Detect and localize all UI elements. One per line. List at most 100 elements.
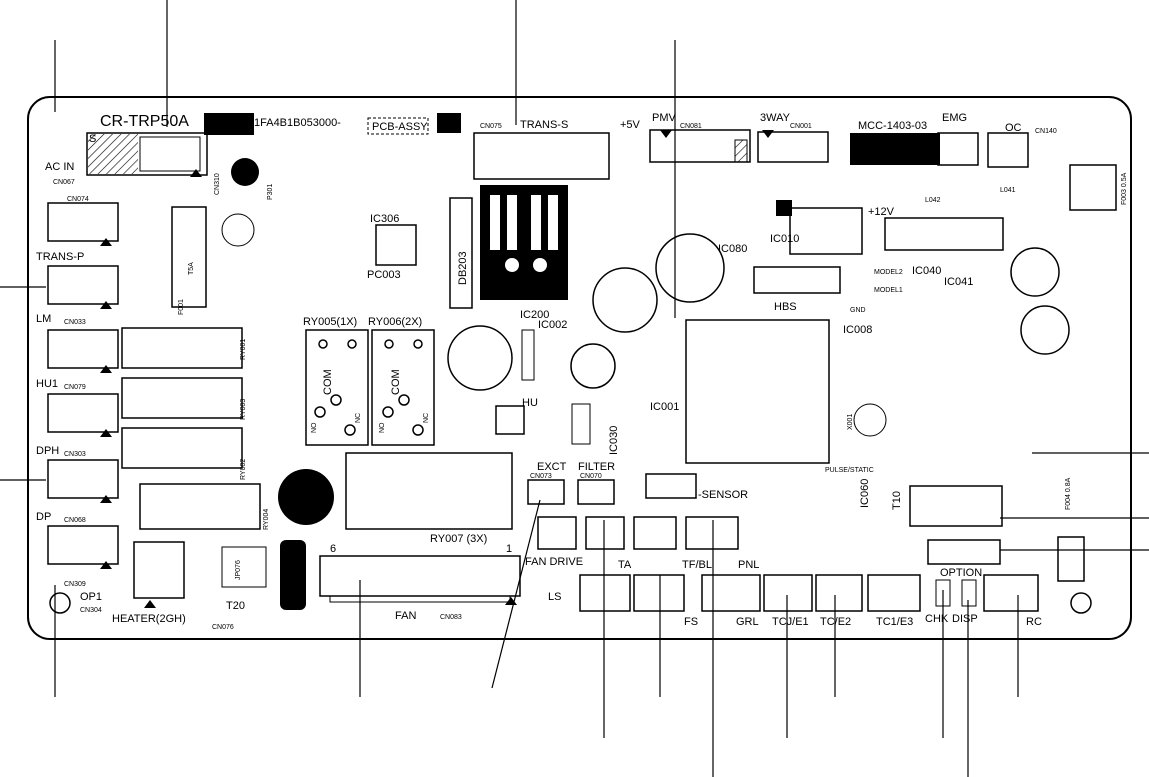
db203-label: DB203 (457, 251, 469, 285)
capacitor-c150 (592, 267, 658, 333)
ic200-label: IC200 (520, 309, 549, 321)
p301-label: P301 (267, 184, 274, 200)
left-connectors: CN074 TRANS-P LM CN033 HU1 CN079 DPH CN3… (36, 196, 119, 603)
3way-connector (757, 131, 829, 163)
ic010-label: IC010 (770, 233, 799, 245)
model1-label: MODEL1 (874, 287, 903, 294)
lm-label: LM (36, 313, 51, 325)
ry005-label: RY005(1X) (303, 316, 357, 328)
s-marker: S (89, 133, 96, 145)
dph-label: DPH (36, 445, 59, 457)
cn304-label: CN304 (80, 607, 102, 614)
cn076-label: CN076 (212, 624, 234, 631)
board-outline (27, 96, 1132, 640)
main-capacitor (447, 325, 513, 391)
pcb-assy-label: PCB-ASSY (372, 121, 428, 133)
disp-label: DISP (952, 613, 978, 625)
capacitor-c201 (1010, 247, 1060, 297)
ry007-label: RY007 (3X) (430, 533, 487, 545)
filter-label: FILTER (578, 461, 615, 473)
mcc-label: MCC-1403-03 (858, 120, 927, 132)
trans-s-connector (473, 132, 610, 180)
l041-label: L041 (1000, 187, 1016, 194)
t20-label: T20 (226, 600, 245, 612)
black-marker-1 (204, 113, 254, 135)
ry006-no-label: NO (379, 422, 386, 433)
ic001-mcu (685, 319, 830, 464)
fan-drive-label: FAN DRIVE (525, 556, 583, 568)
trans-p-label: TRANS-P (36, 251, 84, 263)
jp076-box (221, 546, 267, 588)
ic002-label: IC002 (538, 319, 567, 331)
sensor-label: -SENSOR (698, 489, 748, 501)
cn309-label: CN309 (64, 581, 86, 588)
ic030-label: IC030 (608, 426, 620, 455)
f003-label: F003 0.5A (1121, 172, 1128, 205)
hu1-label: HU1 (36, 378, 58, 390)
fan-pin-6: 6 (330, 543, 336, 555)
oc-connector (987, 132, 1029, 168)
ry006-label: RY006(2X) (368, 316, 422, 328)
f001-label: F001 (178, 299, 185, 315)
ry004-label: RY004 (263, 509, 270, 530)
cn083-label: CN083 (440, 614, 462, 621)
cn140-label: CN140 (1035, 128, 1057, 135)
pulse-static-label: PULSE/STATIC (825, 467, 874, 474)
relay-ry007 (345, 452, 513, 530)
cn079-label: CN079 (64, 384, 86, 391)
pc003-label: PC003 (367, 269, 401, 281)
sensor-connector (645, 473, 697, 499)
ry006-com-label: COM (390, 369, 402, 395)
fuse-f003 (1069, 164, 1117, 211)
emg-label: EMG (942, 112, 967, 124)
pnl-label: PNL (738, 559, 759, 571)
tc1-e3-label: TC1/E3 (876, 616, 913, 628)
trans-s-label: TRANS-S (520, 119, 568, 131)
cn081-label: CN081 (680, 123, 702, 130)
fan-connector (319, 555, 521, 597)
heater-connector (133, 541, 185, 599)
cn073-label: CN073 (530, 473, 552, 480)
cn033-label: CN033 (64, 319, 86, 326)
heater-label: HEATER(2GH) (112, 613, 186, 625)
ry005-nc-label: NC (355, 413, 362, 423)
ry005-no-label: NO (311, 422, 318, 433)
t10-component (909, 485, 1003, 527)
mount-hole-right (1070, 592, 1092, 614)
tfbl-label: TF/BL (682, 559, 712, 571)
ic001-label: IC001 (650, 401, 679, 413)
plus5v-label: +5V (620, 119, 641, 131)
ry001-label: RY001 (240, 339, 247, 360)
relays-ry005-ry006 (305, 329, 435, 446)
ry003-label: RY003 (240, 399, 247, 420)
cn070-label: CN070 (580, 473, 602, 480)
hbs-connector (753, 266, 841, 294)
op1-label: OP1 (80, 591, 102, 603)
heater-block (280, 540, 306, 610)
cn074-label: CN074 (67, 196, 89, 203)
pc003-component (375, 224, 417, 266)
ls-label: LS (548, 591, 561, 603)
hu-label: HU (522, 397, 538, 409)
gnd-label: GND (850, 307, 866, 314)
ic040-label: IC040 (912, 265, 941, 277)
fuse-f001 (171, 206, 207, 308)
fan-label: FAN (395, 610, 416, 622)
cn068-label: CN068 (64, 517, 86, 524)
option-connector (927, 539, 1001, 565)
ry005-com-label: COM (322, 369, 334, 395)
rc-label: RC (1026, 616, 1042, 628)
part-number-label: 1FA4B1B053000- (254, 117, 341, 129)
tcj-e1-label: TCJ/E1 (772, 616, 809, 628)
ic010-component (789, 207, 863, 255)
exct-label: EXCT (537, 461, 567, 473)
ic060-label: IC060 (859, 479, 871, 508)
grl-label: GRL (736, 616, 759, 628)
ta-label: TA (618, 559, 632, 571)
sensor-connectors-row2 (579, 574, 1039, 612)
t10-label: T10 (891, 491, 903, 510)
fan-pin-1: 1 (506, 543, 512, 555)
ic080-label: IC080 (718, 243, 747, 255)
